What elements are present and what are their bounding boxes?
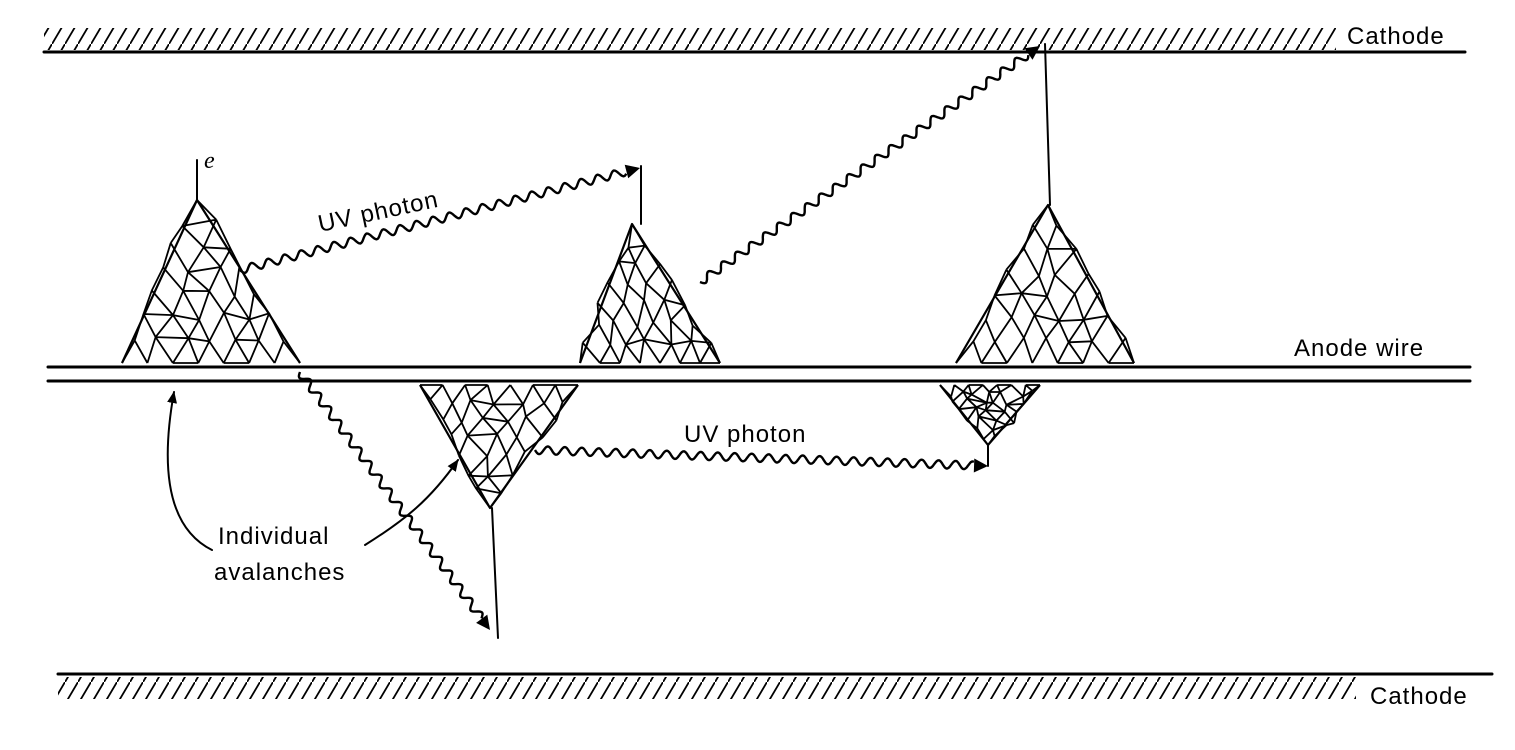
electron-track-3 (1044, 43, 1051, 206)
avalanche-1 (121, 198, 301, 364)
avalanche-4-outline (419, 384, 579, 510)
avalanche-5-mesh (939, 384, 1041, 446)
uv-photon-path-4 (297, 371, 484, 619)
anode-wire: Anode wire (46, 335, 1472, 383)
cathode-top-hatching (44, 28, 1336, 50)
uv-photon-path-1 (239, 169, 628, 275)
pointer-arrow-left (166, 391, 213, 551)
avalanche-2-mesh (579, 223, 721, 364)
uv-photon-path-1-arrowhead (624, 164, 640, 179)
uv-photon-path-4-arrowhead (476, 614, 490, 630)
avalanche-2 (578, 222, 721, 364)
avalanche-1-mesh (121, 199, 301, 364)
avalanche-5 (939, 384, 1041, 447)
uv-photon-label-lower: UV photon (684, 421, 806, 448)
avalanche-3 (955, 203, 1135, 364)
avalanche-4-mesh (419, 384, 579, 509)
pointer-arrows (166, 391, 459, 551)
cathode-bottom-hatching (58, 677, 1356, 699)
electron-track-lower (491, 507, 499, 639)
uv-photon-label-upper: UV photon (316, 186, 441, 238)
avalanche-2-outline (578, 222, 721, 364)
photon-paths (239, 46, 1040, 630)
avalanche-3-mesh (955, 204, 1135, 364)
uv-photon-path-3 (533, 445, 975, 471)
avalanche-4 (419, 384, 579, 510)
individual-label: Individual (218, 523, 329, 550)
cathode-top: Cathode (42, 23, 1467, 54)
uv-photon-path-2-arrowhead (1024, 46, 1040, 60)
pointer-arrow-right (364, 459, 459, 546)
avalanche-3-outline (955, 203, 1135, 364)
cathode-top-label: Cathode (1347, 23, 1445, 50)
electron-tracks (196, 43, 1051, 639)
avalanche-group (121, 198, 1135, 510)
cathode-bottom-label: Cathode (1370, 683, 1468, 710)
cathode-bottom: Cathode (56, 672, 1494, 710)
uv-photon-path-2 (699, 55, 1030, 285)
electron-label: e (204, 148, 215, 174)
anode-wire-label: Anode wire (1294, 335, 1424, 362)
uv-photon-path-3-arrowhead (973, 458, 988, 473)
avalanches-label: avalanches (214, 559, 345, 586)
